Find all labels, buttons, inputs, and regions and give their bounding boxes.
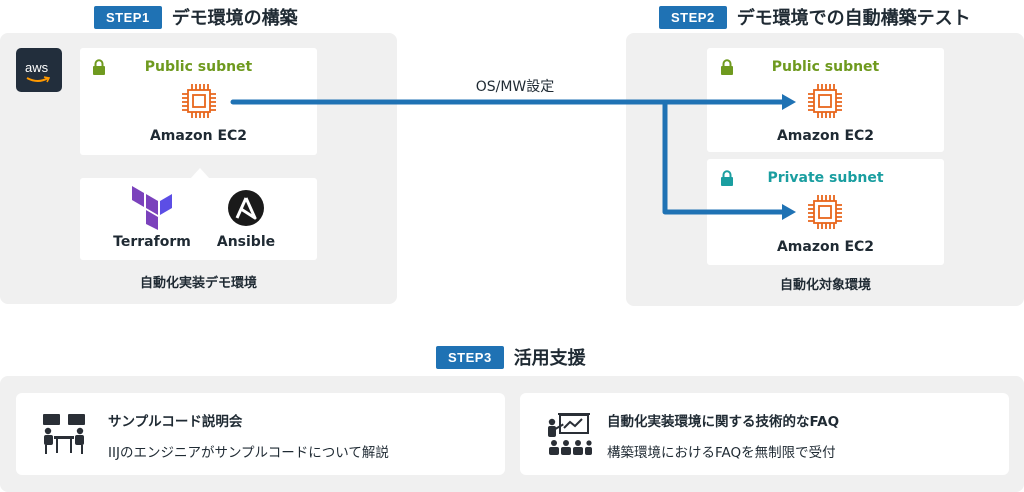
connector-label: OS/MW設定 — [475, 79, 555, 95]
support-card-code-session: サンプルコード説明会 IIJのエンジニアがサンプルコードについて解説 — [16, 393, 505, 475]
aws-smile-icon — [26, 76, 50, 83]
step1-badge: STEP1 — [94, 5, 162, 29]
right-private-ec2-label: Amazon EC2 — [776, 239, 875, 255]
right-public-ec2-label: Amazon EC2 — [776, 128, 875, 144]
left-public-subnet-card: Public subnet Amazon EC2 — [80, 48, 317, 155]
aws-logo: aws — [16, 48, 62, 92]
step2-title: デモ環境での自動構築テスト — [736, 8, 971, 29]
support-card-faq: 自動化実装環境に関する技術的なFAQ 構築環境におけるFAQを無制限で受付 — [520, 393, 1009, 475]
step3-title: 活用支援 — [513, 348, 586, 369]
right-private-subnet-card: Private subnet Amazon EC2 — [707, 159, 944, 265]
ec2-chip-icon — [182, 84, 216, 118]
step3-badge: STEP3 — [436, 345, 504, 369]
meeting-icon — [43, 414, 85, 454]
step2-heading: STEP2 デモ環境での自動構築テスト — [659, 4, 971, 30]
support-title-code-session: サンプルコード説明会 — [108, 414, 243, 430]
support-desc-faq: 構築環境におけるFAQを無制限で受付 — [607, 445, 836, 461]
left-public-subnet-label: Public subnet — [144, 59, 253, 75]
lock-icon — [721, 59, 733, 75]
callout-notch — [190, 168, 210, 179]
right-panel-caption: 自動化対象環境 — [779, 278, 871, 293]
terraform-icon — [132, 186, 172, 230]
ansible-icon — [228, 190, 264, 226]
step1-heading: STEP1 デモ環境の構築 — [94, 4, 298, 30]
right-public-subnet-card: Public subnet Amazon EC2 — [707, 48, 944, 152]
right-public-subnet-label: Public subnet — [771, 59, 880, 75]
automation-tools-card: Terraform Ansible — [80, 178, 317, 260]
support-title-faq: 自動化実装環境に関する技術的なFAQ — [607, 414, 840, 430]
step3-heading: STEP3 活用支援 — [436, 344, 586, 370]
presentation-icon — [548, 413, 592, 455]
step2-badge: STEP2 — [659, 5, 727, 29]
left-panel-caption: 自動化実装デモ環境 — [139, 276, 257, 291]
lock-icon — [93, 59, 105, 75]
left-ec2-label: Amazon EC2 — [149, 128, 248, 144]
aws-logo-text: aws — [25, 60, 49, 75]
terraform-label: Terraform — [113, 234, 191, 250]
ec2-chip-icon — [808, 84, 842, 118]
support-desc-code-session: IIJのエンジニアがサンプルコードについて解説 — [108, 445, 389, 461]
ec2-chip-icon — [808, 195, 842, 229]
right-private-subnet-label: Private subnet — [767, 170, 884, 186]
ansible-label: Ansible — [216, 234, 276, 250]
step1-title: デモ環境の構築 — [171, 8, 298, 29]
